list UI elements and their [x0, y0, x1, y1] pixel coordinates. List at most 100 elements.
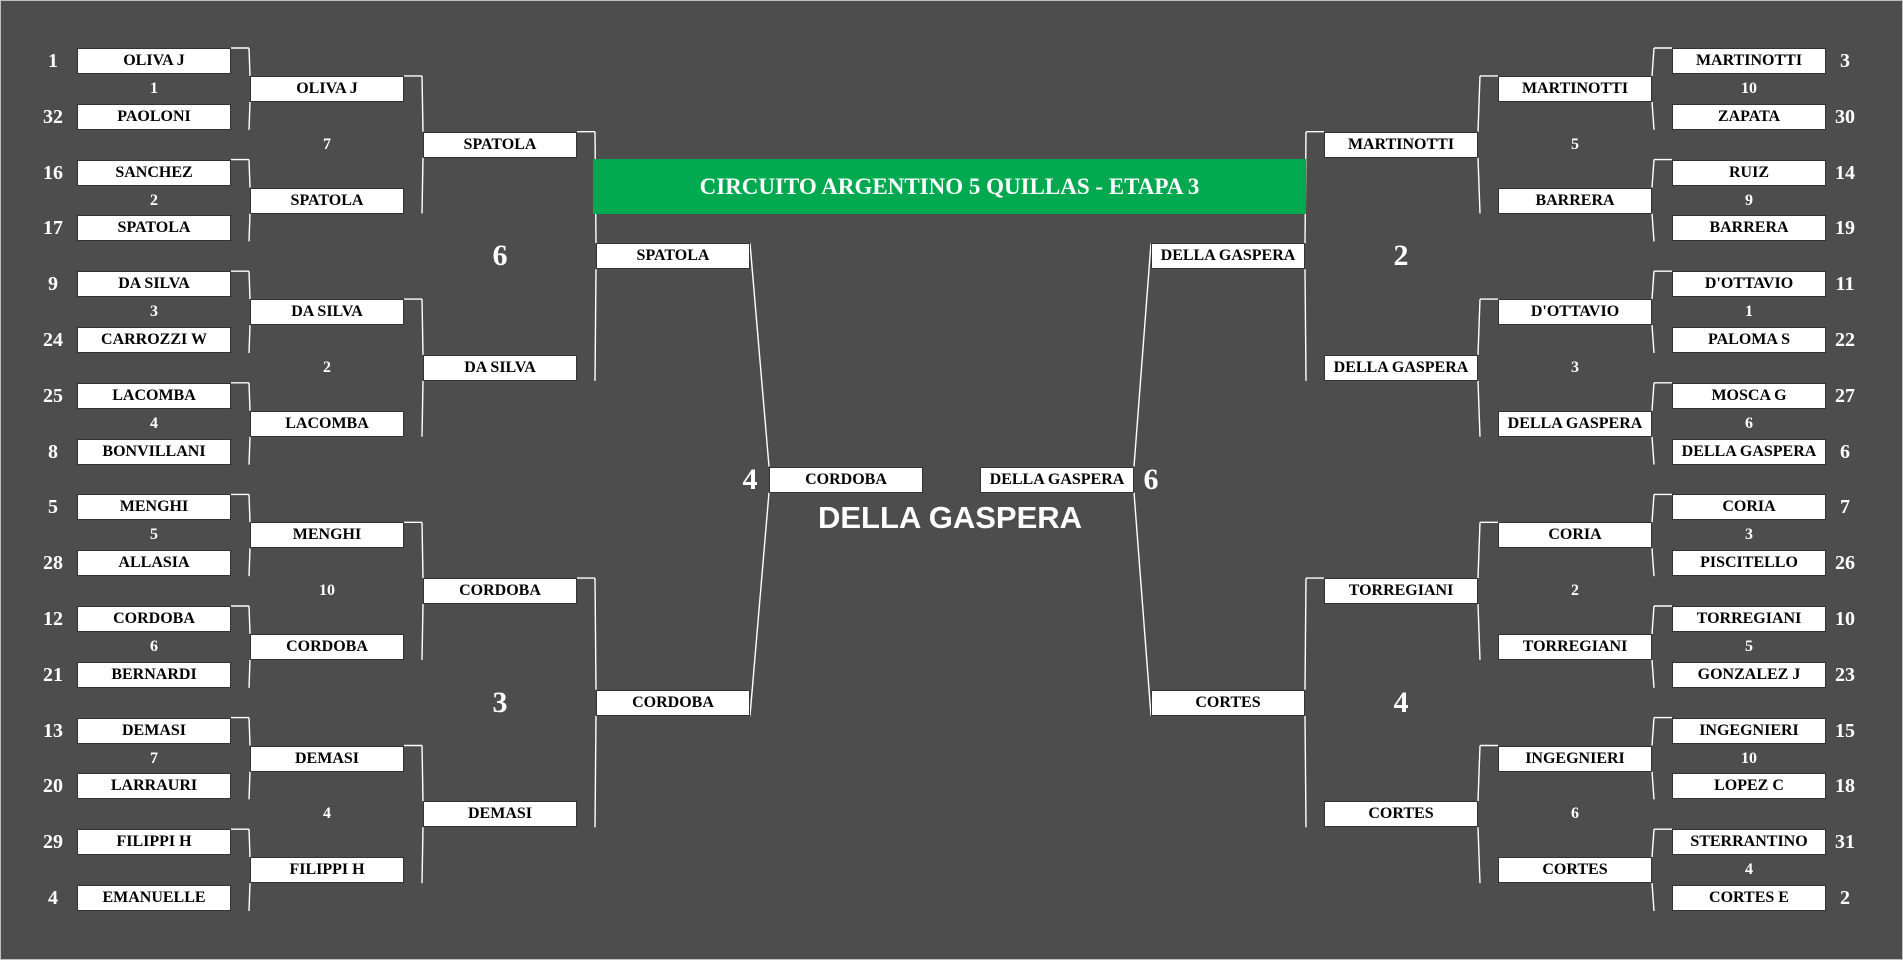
left-r1-player: DEMASI — [77, 717, 231, 744]
bracket-connector — [1651, 213, 1655, 242]
left-r3-player: DEMASI — [423, 801, 577, 828]
left-r1-seed: 8 — [48, 440, 58, 463]
bracket-connector — [248, 771, 251, 800]
left-r4-player: CORDOBA — [596, 689, 750, 716]
right-r1-player: RUIZ — [1672, 159, 1826, 186]
left-r1-score: 4 — [150, 414, 158, 432]
bracket-connector — [248, 883, 251, 912]
left-r1-score: 2 — [150, 191, 158, 209]
right-r1-player: CORTES E — [1672, 885, 1826, 911]
left-r3-score: 3 — [492, 685, 508, 719]
left-r1-player: LARRAURI — [77, 773, 231, 800]
bracket-connector — [248, 436, 251, 465]
right-r1-player: STERRANTINO — [1672, 829, 1826, 856]
left-r1-seed: 13 — [43, 719, 63, 742]
bracket-connector — [749, 243, 770, 467]
bracket-connector — [1477, 75, 1481, 132]
right-r3-player: CORTES — [1324, 801, 1478, 828]
bracket-connector — [248, 271, 251, 300]
bracket-connector — [1651, 605, 1655, 634]
right-r1-player: INGEGNIERI — [1672, 717, 1826, 744]
bracket-connector — [1477, 157, 1481, 214]
right-r3-player: TORREGIANI — [1324, 578, 1478, 605]
right-r2-score: 5 — [1571, 135, 1579, 153]
left-r1-player: LACOMBA — [77, 382, 231, 409]
left-r1-player: BONVILLANI — [77, 438, 231, 465]
right-r4-score: 6 — [1143, 462, 1159, 496]
right-r1-player: TORREGIANI — [1672, 606, 1826, 632]
bracket-connector — [594, 578, 597, 690]
left-r2-player: LACOMBA — [250, 410, 404, 437]
bracket-connector — [1133, 243, 1152, 467]
left-r1-seed: 20 — [43, 775, 63, 798]
right-r3-player: DELLA GASPERA — [1324, 354, 1478, 381]
left-r1-seed: 9 — [48, 273, 58, 296]
left-r3-score: 6 — [492, 239, 508, 273]
right-r1-seed: 19 — [1835, 217, 1855, 240]
right-r1-score: 10 — [1741, 749, 1757, 767]
left-r2-player: FILIPPI H — [250, 857, 404, 884]
bracket-connector — [421, 745, 424, 802]
bracket-connector — [1651, 101, 1655, 130]
bracket-connector — [1304, 715, 1307, 828]
bracket-connector — [248, 382, 251, 411]
left-r1-player: BERNARDI — [77, 661, 231, 688]
bracket-connector — [421, 299, 424, 355]
right-r1-score: 6 — [1745, 414, 1753, 432]
right-r1-seed: 6 — [1840, 440, 1850, 463]
right-r1-player: BARRERA — [1672, 215, 1826, 242]
left-r1-player: DA SILVA — [77, 271, 231, 298]
right-r2-player: INGEGNIERI — [1498, 745, 1652, 772]
bracket-connector — [248, 717, 251, 746]
left-r1-player: PAOLONI — [77, 103, 231, 130]
left-r1-player: SANCHEZ — [77, 159, 231, 186]
right-r1-seed: 30 — [1835, 105, 1855, 128]
bracket-connector — [1477, 299, 1481, 355]
right-r3-score: 2 — [1393, 239, 1409, 273]
left-r1-seed: 1 — [48, 50, 58, 72]
left-r1-player: SPATOLA — [77, 215, 231, 242]
champion-name: DELLA GASPERA — [817, 500, 1083, 535]
bracket-connector — [1651, 717, 1655, 746]
right-r2-score: 2 — [1571, 582, 1579, 600]
bracket-connector — [248, 494, 251, 523]
left-r1-player: OLIVA J — [77, 48, 231, 74]
bracket-connector — [1651, 382, 1655, 411]
right-r2-player: CORIA — [1498, 522, 1652, 549]
left-r2-player: DA SILVA — [250, 299, 404, 326]
right-r1-player: ZAPATA — [1672, 103, 1826, 130]
right-r1-seed: 26 — [1835, 552, 1855, 575]
right-r1-seed: 3 — [1840, 50, 1850, 72]
left-r1-score: 7 — [150, 749, 158, 767]
left-r2-player: SPATOLA — [250, 187, 404, 214]
right-r1-seed: 14 — [1835, 161, 1855, 184]
left-r1-seed: 28 — [43, 552, 63, 575]
bracket-connector — [248, 159, 251, 188]
right-r1-player: GONZALEZ J — [1672, 661, 1826, 688]
bracket-connector — [594, 715, 597, 828]
right-r1-player: CORIA — [1672, 494, 1826, 521]
left-r1-player: ALLASIA — [77, 550, 231, 577]
right-r1-seed: 15 — [1835, 719, 1855, 742]
bracket-connector — [248, 213, 251, 242]
left-r1-seed: 29 — [43, 831, 63, 854]
bracket-connector — [1133, 492, 1152, 716]
bracket-connector — [1651, 494, 1655, 523]
right-r1-seed: 27 — [1835, 384, 1855, 407]
left-r1-seed: 5 — [48, 496, 58, 519]
bracket-connector — [1651, 271, 1655, 300]
bracket-connector — [248, 548, 251, 577]
left-r1-seed: 24 — [43, 329, 63, 351]
bracket-connector — [1477, 827, 1481, 884]
bracket-connector — [1651, 548, 1655, 577]
right-r3-player: MARTINOTTI — [1324, 131, 1478, 158]
left-r2-score: 4 — [323, 805, 331, 823]
right-r2-player: MARTINOTTI — [1498, 75, 1652, 102]
left-r2-player: DEMASI — [250, 745, 404, 772]
right-r1-seed: 23 — [1835, 663, 1855, 686]
bracket-connector — [594, 269, 597, 381]
right-r1-player: DELLA GASPERA — [1672, 438, 1826, 465]
right-r1-seed: 31 — [1835, 831, 1855, 854]
bracket-connector — [1651, 436, 1655, 465]
left-r3-player: SPATOLA — [423, 131, 577, 158]
